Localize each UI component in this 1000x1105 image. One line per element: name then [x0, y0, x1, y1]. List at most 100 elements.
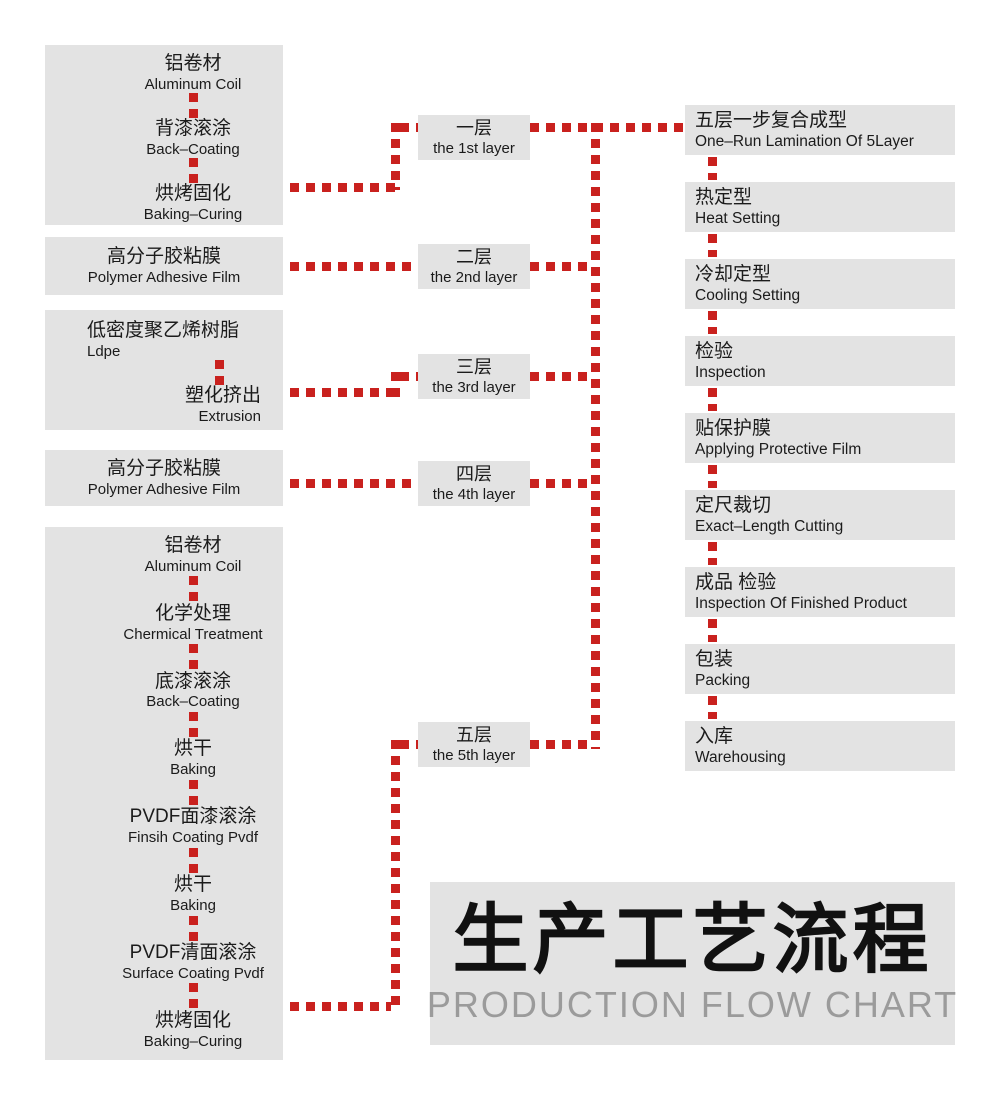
step-pvdf-surface-coating: PVDF清面滚涂 Surface Coating Pvdf: [103, 942, 283, 982]
label-en: One–Run Lamination Of 5Layer: [695, 132, 914, 150]
connector-dashed: [188, 915, 198, 941]
label-en: Surface Coating Pvdf: [122, 964, 264, 982]
connector-g1-to-layer1-h: [290, 183, 400, 192]
label-en: Applying Protective Film: [695, 440, 862, 458]
layer-4-box: 四层 the 4th layer: [418, 461, 530, 506]
group-adhesive-film-2: 高分子胶粘膜 Polymer Adhesive Film: [45, 450, 283, 506]
label-en: the 1st layer: [433, 139, 515, 157]
connector-dashed: [188, 93, 198, 119]
connector-layer2-to-trunk: [530, 262, 591, 271]
label-zh: 一层: [456, 118, 492, 139]
label-zh: 冷却定型: [695, 264, 772, 285]
label-en: Baking: [170, 761, 216, 779]
group-bottom-aluminum-line: 铝卷材 Aluminum Coil 化学处理 Chermical Treatme…: [45, 527, 283, 1060]
connector-dashed: [188, 847, 198, 873]
label-en: Inspection Of Finished Product: [695, 594, 907, 612]
label-zh: 背漆滚涂: [154, 118, 231, 140]
group-ldpe-extrusion: 低密度聚乙烯树脂 Ldpe 塑化挤出 Extrusion: [45, 310, 283, 430]
label-en: Heat Setting: [695, 209, 781, 227]
label-zh: 入库: [695, 726, 734, 747]
step-primer-coating: 底漆滚涂 Back–Coating: [103, 671, 283, 711]
connector-extrusion-to-layer3-v: [391, 372, 400, 397]
label-zh: 包装: [695, 649, 734, 670]
label-zh: 定尺裁切: [695, 495, 772, 516]
layer-5-box: 五层 the 5th layer: [418, 722, 530, 767]
connector-g5-to-layer5-h2: [400, 740, 418, 749]
label-en: Cooling Setting: [695, 286, 801, 304]
label-zh: 塑化挤出: [184, 385, 261, 407]
label-zh: 三层: [456, 357, 492, 378]
label-en: the 4th layer: [432, 485, 516, 503]
step-pvdf-finish-coating: PVDF面漆滚涂 Finsih Coating Pvdf: [103, 806, 283, 846]
label-en: Warehousing: [695, 748, 786, 766]
label-zh: 底漆滚涂: [154, 670, 231, 692]
label-zh: PVDF面漆滚涂: [129, 806, 257, 828]
label-zh: 高分子胶粘膜: [106, 457, 221, 479]
label-en: Ldpe: [87, 342, 121, 360]
label-zh: 贴保护膜: [695, 418, 772, 439]
connector-dashed: [188, 576, 198, 602]
process-warehousing: 入库 Warehousing: [685, 721, 955, 771]
connector-dashed: [188, 712, 198, 738]
label-en: Baking–Curing: [143, 1032, 243, 1050]
connector-layer5-to-trunk: [530, 740, 591, 749]
label-zh: 化学处理: [154, 602, 231, 624]
connector-chain-5: [708, 465, 717, 488]
step-aluminum-coil: 铝卷材 Aluminum Coil: [103, 535, 283, 575]
label-en: Chermical Treatment: [123, 625, 263, 643]
label-en: Extrusion: [198, 407, 261, 425]
label-en: Aluminum Coil: [144, 75, 242, 93]
label-en: Polymer Adhesive Film: [87, 268, 241, 286]
connector-chain-8: [708, 696, 717, 719]
group-adhesive-film-1: 高分子胶粘膜 Polymer Adhesive Film: [45, 237, 283, 295]
label-en: Baking–Curing: [143, 205, 243, 223]
connector-g5-to-layer5-v: [391, 740, 400, 1011]
label-zh: 铝卷材: [164, 535, 222, 556]
connector-g5-to-layer5-h: [290, 1002, 391, 1011]
label-en: Back–Coating: [146, 693, 240, 711]
label-zh: 烘干: [173, 874, 212, 896]
process-finished-product-inspection: 成品 检验 Inspection Of Finished Product: [685, 567, 955, 617]
label-zh: 低密度聚乙烯树脂: [87, 320, 240, 341]
chart-title-en: PRODUCTION FLOW CHART: [426, 984, 959, 1026]
process-packing: 包装 Packing: [685, 644, 955, 694]
group-top-aluminum-line: 铝卷材 Aluminum Coil 背漆滚涂 Back–Coating 烘烤固化…: [45, 45, 283, 225]
step-polymer-adhesive-film: 高分子胶粘膜 Polymer Adhesive Film: [45, 246, 283, 286]
process-lamination: 五层一步复合成型 One–Run Lamination Of 5Layer: [685, 105, 955, 155]
step-back-coating: 背漆滚涂 Back–Coating: [103, 118, 283, 158]
connector-dashed: [188, 779, 198, 805]
label-zh: 烘干: [173, 738, 212, 760]
step-extrusion: 塑化挤出 Extrusion: [45, 385, 283, 425]
step-baking-2: 烘干 Baking: [103, 874, 283, 914]
connector-chain-6: [708, 542, 717, 565]
label-zh: PVDF清面滚涂: [129, 941, 257, 963]
label-en: the 5th layer: [432, 746, 516, 764]
connector-layer3-to-trunk: [530, 372, 591, 381]
connector-layer4-to-trunk: [530, 479, 591, 488]
connector-trunk-vertical: [591, 123, 600, 749]
connector-layer1-to-lamination: [530, 123, 685, 132]
step-baking-curing: 烘烤固化 Baking–Curing: [103, 1010, 283, 1050]
step-chemical-treatment: 化学处理 Chermical Treatment: [103, 603, 283, 643]
process-inspection: 检验 Inspection: [685, 336, 955, 386]
connector-chain-1: [708, 157, 717, 180]
label-en: Inspection: [695, 363, 766, 381]
label-en: Finsih Coating Pvdf: [127, 829, 259, 847]
connector-g1-to-layer1-v: [391, 123, 400, 190]
connector-chain-3: [708, 311, 717, 334]
connector-chain-4: [708, 388, 717, 411]
label-en: the 3rd layer: [432, 378, 516, 396]
connector-dashed: [188, 983, 198, 1009]
process-heat-setting: 热定型 Heat Setting: [685, 182, 955, 232]
label-en: the 2nd layer: [430, 268, 518, 286]
connector-dashed: [215, 360, 224, 386]
connector-g1-to-layer1-h2: [400, 123, 418, 132]
layer-1-box: 一层 the 1st layer: [418, 115, 530, 160]
label-zh: 五层: [456, 725, 492, 746]
label-en: Packing: [695, 671, 751, 689]
connector-chain-7: [708, 619, 717, 642]
connector-g2-to-layer2: [290, 262, 418, 271]
process-protective-film: 贴保护膜 Applying Protective Film: [685, 413, 955, 463]
process-exact-length-cutting: 定尺裁切 Exact–Length Cutting: [685, 490, 955, 540]
label-en: Exact–Length Cutting: [695, 517, 844, 535]
